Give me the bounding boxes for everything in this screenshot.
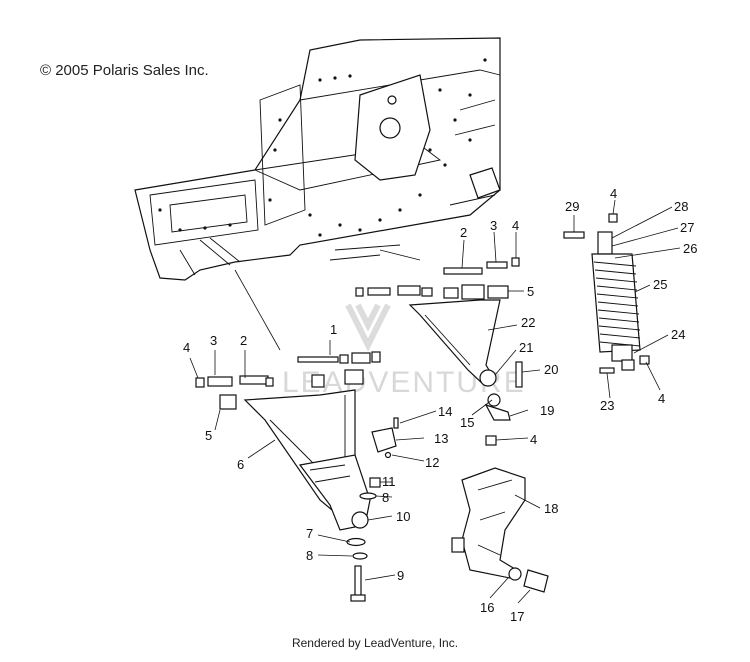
callout-11: 11 (382, 474, 396, 489)
chassis-frame (134, 37, 501, 281)
callout-4-spindle: 4 (530, 432, 537, 447)
callout-13: 13 (434, 431, 448, 446)
lower-control-arm (243, 389, 371, 531)
callout-numbers: 1 2 2 3 3 4 4 4 4 4 5 5 6 7 8 8 9 10 11 … (183, 186, 697, 624)
callout-4-shock-top: 4 (610, 186, 617, 201)
callout-7: 7 (306, 526, 313, 541)
callout-28: 28 (674, 199, 688, 214)
callout-23: 23 (600, 398, 614, 413)
callout-4-lower-left: 4 (183, 340, 190, 355)
callout-22: 22 (521, 315, 535, 330)
callout-29: 29 (565, 199, 579, 214)
callout-19: 19 (540, 403, 554, 418)
callout-15: 15 (460, 415, 474, 430)
upper-bushings (355, 257, 520, 300)
callout-2-lower: 2 (240, 333, 247, 348)
callout-25: 25 (653, 277, 667, 292)
callout-26: 26 (683, 241, 697, 256)
callout-2-upper: 2 (460, 225, 467, 240)
callout-1: 1 (330, 322, 337, 337)
callout-3-lower: 3 (210, 333, 217, 348)
callout-5-upper: 5 (527, 284, 534, 299)
leader-lines (189, 199, 681, 604)
callout-27: 27 (680, 220, 694, 235)
callout-24: 24 (671, 327, 685, 342)
footer-credit: Rendered by LeadVenture, Inc. (291, 636, 459, 650)
callout-9: 9 (397, 568, 404, 583)
callout-12: 12 (425, 455, 439, 470)
callout-8-upper: 8 (382, 490, 389, 505)
callout-20: 20 (544, 362, 558, 377)
callout-8-lower: 8 (306, 548, 313, 563)
small-hardware (346, 361, 523, 602)
callout-6: 6 (237, 457, 244, 472)
callout-3-upper: 3 (490, 218, 497, 233)
shock-absorber (563, 213, 650, 374)
callout-21: 21 (519, 340, 533, 355)
spindle (451, 467, 549, 593)
callout-4-shock-bottom: 4 (658, 391, 665, 406)
callout-18: 18 (544, 501, 558, 516)
upper-control-arm (408, 299, 501, 387)
callout-17: 17 (510, 609, 524, 624)
lower-bushings (195, 351, 381, 410)
callout-10: 10 (396, 509, 410, 524)
copyright-notice: © 2005 Polaris Sales Inc. (40, 62, 209, 79)
callout-16: 16 (480, 600, 494, 615)
callout-4-upper: 4 (512, 218, 519, 233)
callout-5-lower: 5 (205, 428, 212, 443)
callout-14: 14 (438, 404, 452, 419)
